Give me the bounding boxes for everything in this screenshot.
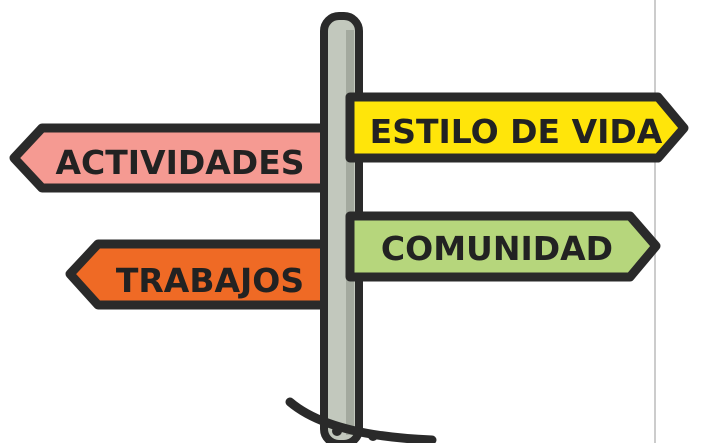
sign-comunidad-board bbox=[345, 211, 661, 282]
sign-trabajos: TRABAJOS bbox=[65, 239, 343, 310]
sign-estilo-de-vida: ESTILO DE VIDA bbox=[345, 92, 689, 163]
sign-trabajos-label: TRABAJOS bbox=[116, 261, 304, 300]
ground-line bbox=[285, 397, 437, 443]
ground-dot bbox=[332, 426, 342, 436]
sign-actividades: ACTIVIDADES bbox=[9, 123, 343, 193]
sign-estilo-board bbox=[345, 92, 689, 163]
sign-actividades-label: ACTIVIDADES bbox=[56, 143, 305, 182]
ground-dot bbox=[368, 431, 378, 441]
sign-comunidad: COMUNIDAD bbox=[345, 211, 661, 282]
sign-estilo-label: ESTILO DE VIDA bbox=[370, 112, 663, 151]
sign-comunidad-label: COMUNIDAD bbox=[381, 229, 613, 268]
